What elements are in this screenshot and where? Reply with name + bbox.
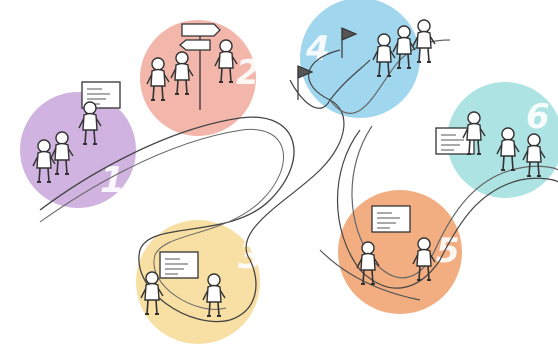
signpost-icon	[178, 23, 221, 110]
stage-number-2: 2	[236, 53, 260, 93]
stage-number-1: 1	[100, 160, 125, 201]
stage-3-circle	[136, 220, 260, 344]
whiteboard-5	[371, 205, 411, 233]
stage-4-circle	[300, 0, 420, 118]
stage-number-3: 3	[238, 236, 263, 277]
whiteboard-3	[159, 251, 199, 279]
stage-number-6: 6	[526, 97, 550, 137]
stage-number-5: 5	[436, 231, 460, 271]
stage-number-4: 4	[305, 29, 330, 69]
flag-icon	[297, 27, 358, 100]
stage-5-circle	[338, 190, 462, 314]
